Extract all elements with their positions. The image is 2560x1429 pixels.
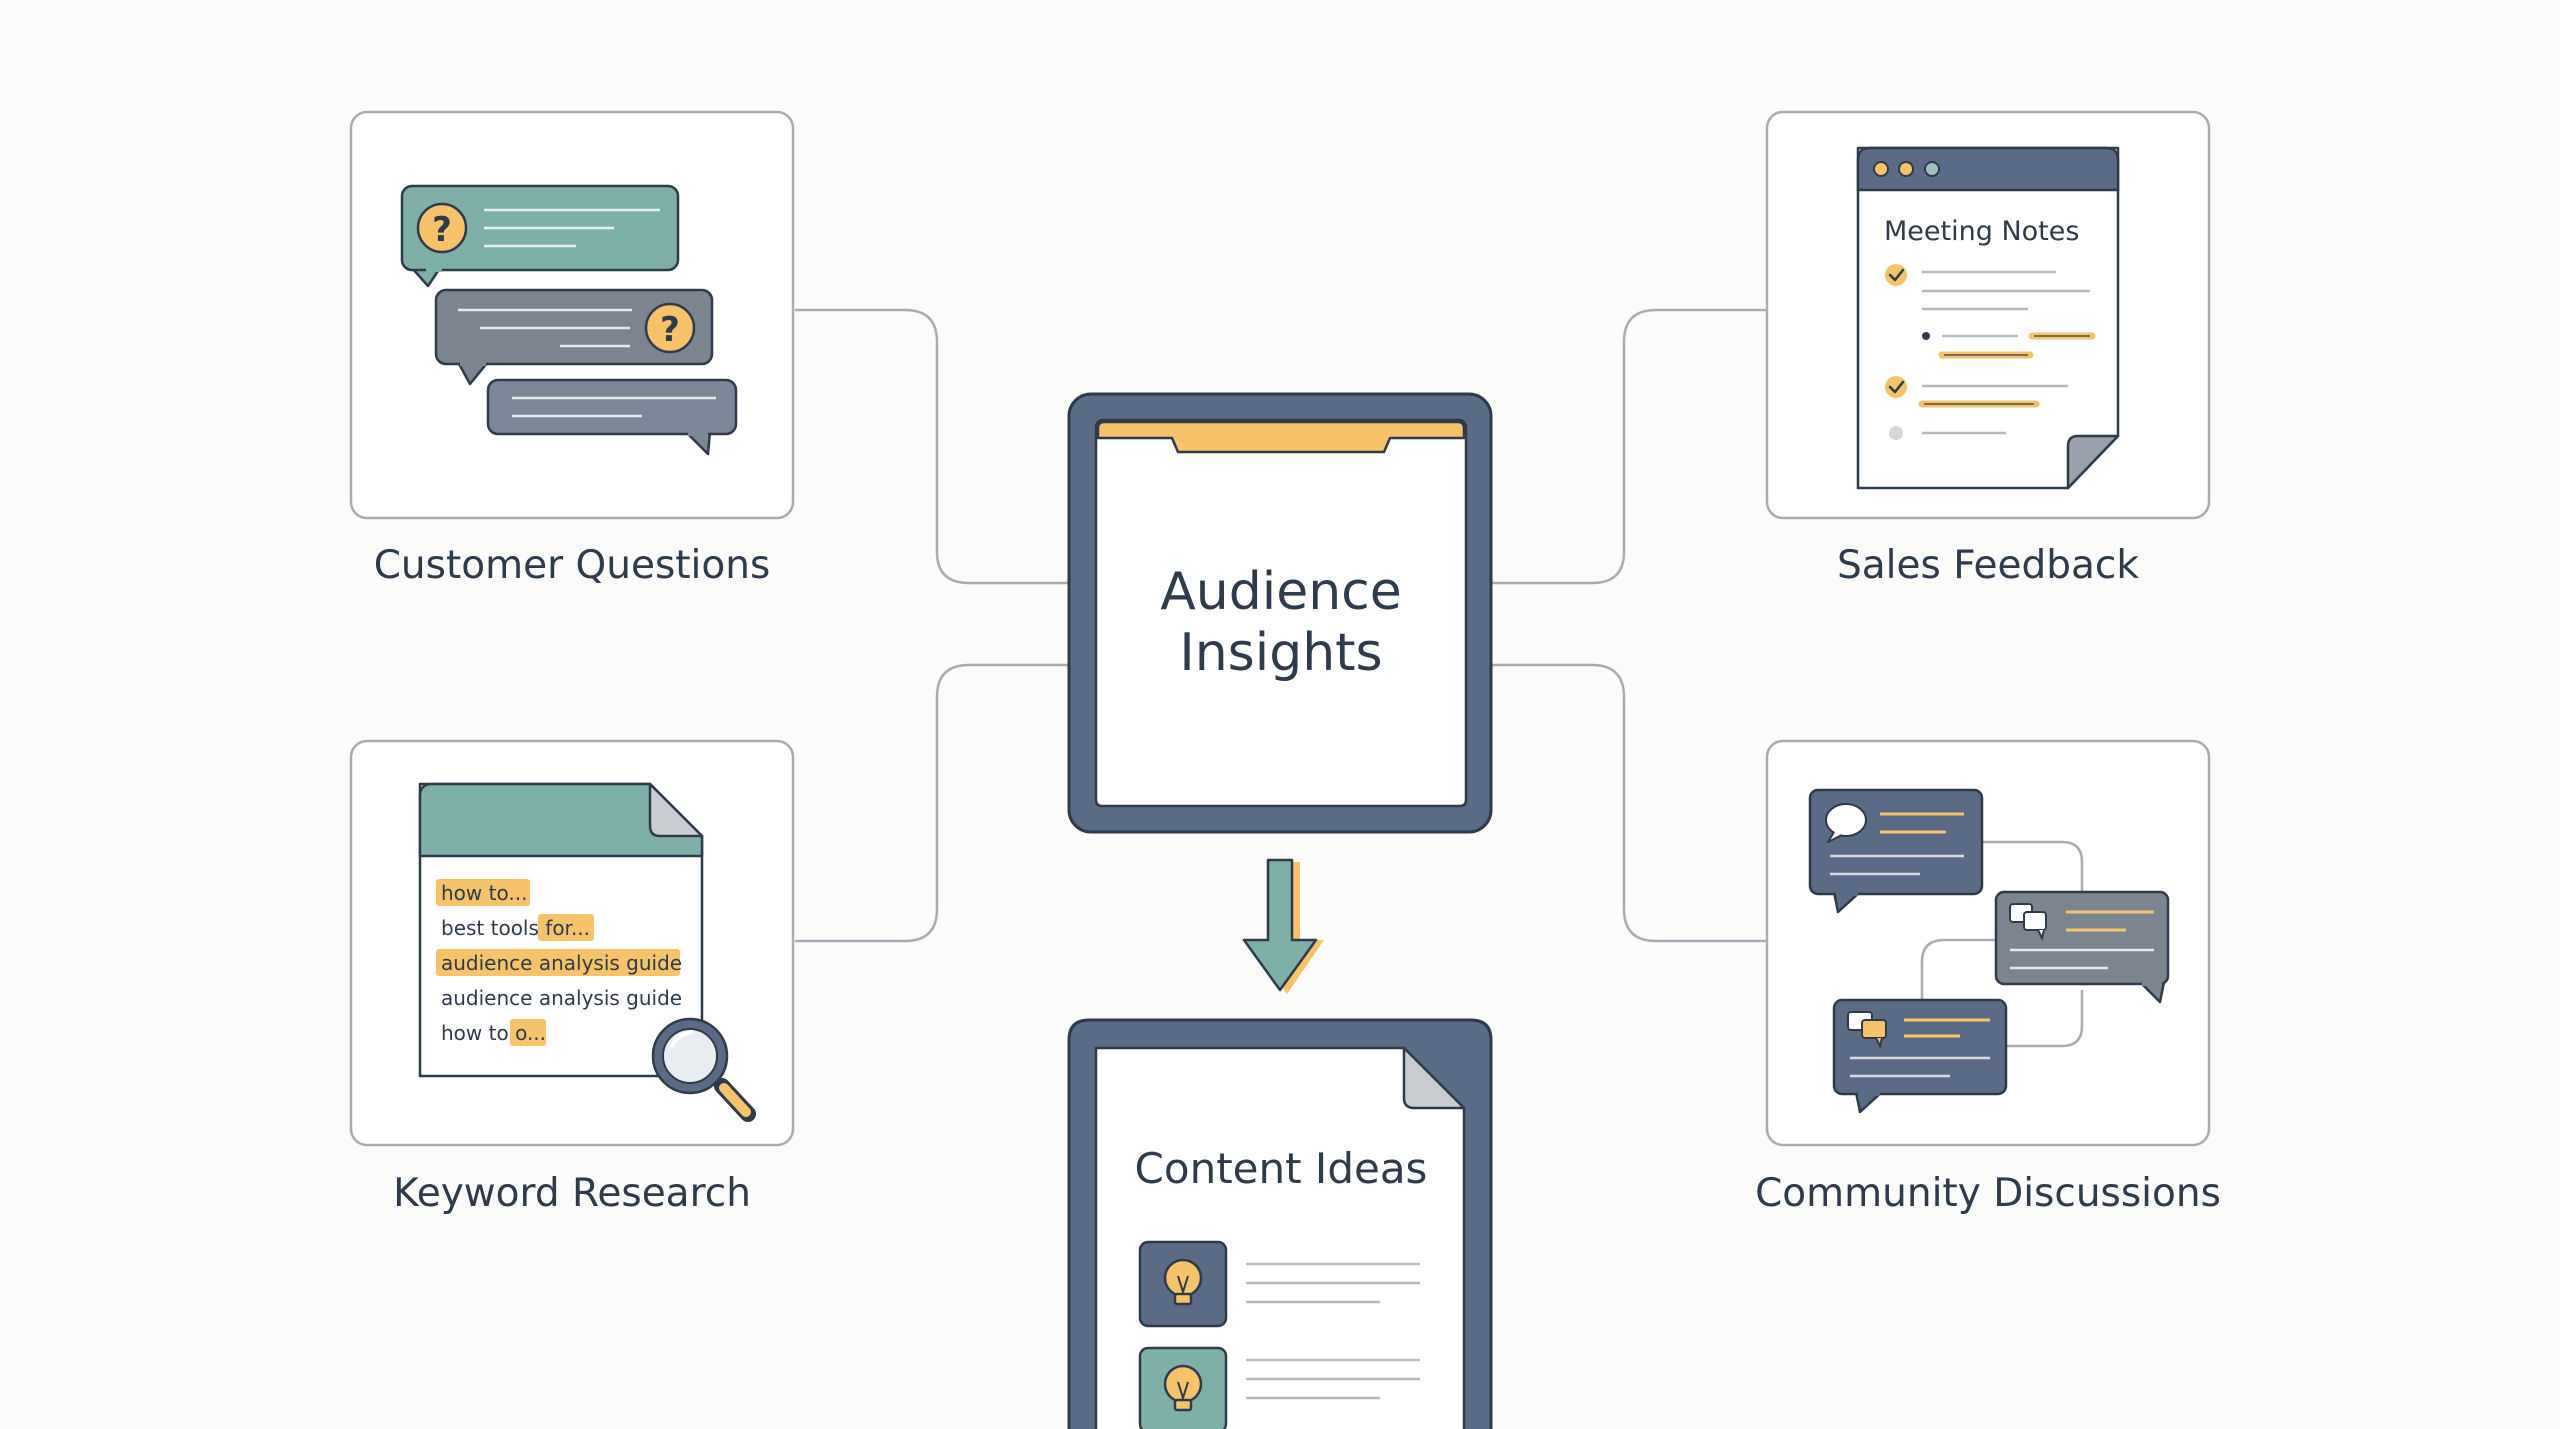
query-line: how to o... xyxy=(441,1021,546,1045)
card-sales-feedback: Meeting Notes xyxy=(1765,110,2211,520)
audience-insights-title: Audience Insights xyxy=(1096,562,1466,685)
content-ideas-document xyxy=(1067,1018,1493,1429)
card-customer-questions: ? ? xyxy=(349,110,795,520)
chat-bubble-slate xyxy=(1808,788,1984,914)
svg-text:?: ? xyxy=(660,310,680,350)
bullet-icon xyxy=(1889,426,1903,440)
check-icon xyxy=(1885,264,1907,286)
connector-keyword-research xyxy=(795,663,1069,943)
page-fold-icon xyxy=(648,782,704,838)
connector-sales-feedback xyxy=(1492,308,1766,585)
chat-bubble-gray: ? xyxy=(434,288,714,386)
lightbulb-icon xyxy=(1163,1258,1203,1306)
title-line: Insights xyxy=(1179,623,1383,684)
svg-text:?: ? xyxy=(432,210,452,250)
query-line: how to... xyxy=(441,881,527,905)
connectors xyxy=(795,308,1766,943)
audience-insights-folder xyxy=(1067,392,1493,834)
page-fold-icon xyxy=(1402,1046,1466,1110)
search-results-document: how to... best tools for... audience ana… xyxy=(418,782,704,1078)
idea-row xyxy=(1138,1346,1420,1429)
query-line: audience analysis guide xyxy=(441,951,682,975)
query-line: audience analysis guide xyxy=(441,986,682,1010)
chat-bubble-teal: ? xyxy=(400,184,680,288)
chat-icon xyxy=(1847,1011,1887,1049)
lightbulb-icon xyxy=(1163,1364,1203,1412)
chat-icon xyxy=(2009,903,2047,941)
label-sales-feedback: Sales Feedback xyxy=(1837,543,2139,588)
window-dot-icon xyxy=(1873,161,1889,177)
arrow-down-icon xyxy=(1242,858,1324,994)
magnifier-icon xyxy=(651,1017,756,1122)
question-icon: ? xyxy=(416,202,468,254)
window-dot-icon xyxy=(1898,161,1914,177)
label-customer-questions: Customer Questions xyxy=(373,543,771,588)
idea-row xyxy=(1138,1240,1420,1328)
bullet-icon xyxy=(1922,332,1930,340)
chat-bubble-slate xyxy=(486,378,738,456)
connector-community-discussions xyxy=(1492,663,1766,943)
meeting-notes-document: Meeting Notes xyxy=(1856,146,2120,490)
query-line: best tools for... xyxy=(441,916,590,940)
doc-title: Meeting Notes xyxy=(1884,216,2079,247)
card-community-discussions xyxy=(1765,739,2211,1147)
window-dot-icon xyxy=(1924,161,1940,177)
content-ideas-title: Content Ideas xyxy=(1134,1144,1428,1193)
connector-customer-questions xyxy=(795,308,1069,585)
title-line: Audience xyxy=(1160,562,1402,622)
card-keyword-research: how to... best tools for... audience ana… xyxy=(349,739,795,1147)
thread-connectors xyxy=(1920,840,2084,1048)
speech-bubble-icon xyxy=(1825,803,1867,843)
label-community-discussions: Community Discussions xyxy=(1755,1171,2221,1216)
chat-bubble-slate xyxy=(1832,998,2008,1114)
question-icon: ? xyxy=(644,302,696,354)
label-keyword-research: Keyword Research xyxy=(393,1171,751,1216)
folder-tab xyxy=(1096,420,1466,454)
chat-bubble-gray xyxy=(1994,890,2170,1004)
check-icon xyxy=(1885,376,1907,398)
page-fold-icon xyxy=(2066,434,2120,490)
